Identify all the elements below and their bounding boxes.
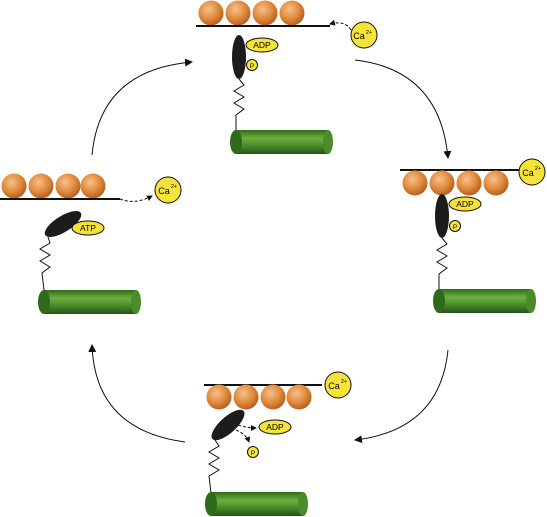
calcium-charge-label: 2+ [341,379,347,385]
stage-right: Ca 2+ ADP P [400,158,546,313]
phosphate-text: P [250,63,254,70]
adp-release-arrow [237,424,257,431]
calcium-label: Ca [353,31,365,41]
nucleotide-text: ATP [80,223,96,233]
calcium-charge-label: 2+ [366,30,372,36]
phosphate-label: P [449,220,461,232]
thick-filament [38,290,141,314]
myosin-head [44,210,82,238]
nucleotide-label: ADP [258,419,292,435]
cycle-arrow-left-top [91,58,193,156]
phosphate-text: P [251,450,255,457]
calcium-arrow [119,195,153,202]
stage-left: Ca 2+ ATP [0,173,182,314]
calcium-charge-label: 2+ [171,184,177,190]
stage-top: Ca 2+ ADP P [196,0,378,154]
calcium-label: Ca [328,381,340,391]
calcium-ion: Ca 2+ [350,21,378,49]
calcium-ion: Ca 2+ [518,158,546,186]
myosin-neck [39,236,51,291]
thick-filament [205,492,308,516]
calcium-ion: Ca 2+ [324,371,352,399]
nucleotide-text: ADP [253,40,271,50]
stage-bottom: Ca 2+ ADP P [204,371,352,516]
actin-filament [204,384,322,410]
calcium-charge-label: 2+ [535,166,541,172]
myosin-head [435,194,449,238]
thick-filament [433,289,536,313]
nucleotide-text: ADP [266,422,284,432]
thick-filament [230,130,333,154]
calcium-label: Ca [522,168,534,178]
calcium-arrow [329,19,352,31]
cycle-arrow-bottom-left [88,344,186,443]
calcium-label: Ca [158,186,170,196]
phosphate-label: P [247,446,259,458]
actin-filament [196,0,330,27]
phosphate-label: P [246,59,258,71]
cycle-arrow-top-right [354,59,452,159]
myosin-head [232,35,246,79]
nucleotide-text: ADP [456,199,474,209]
myosin-head [211,409,245,441]
cycle-arrow-right-bottom [354,349,449,444]
nucleotide-label: ADP [245,37,279,53]
nucleotide-label: ATP [71,220,105,236]
nucleotide-label: ADP [448,196,482,212]
myosin-neck [233,78,245,130]
phosphate-text: P [453,224,457,231]
myosin-neck [208,439,220,494]
actin-filament [0,173,120,200]
calcium-ion: Ca 2+ [154,176,182,204]
myosin-neck [436,237,448,290]
phosphate-release-arrow [235,429,251,443]
actin-filament [400,169,520,196]
